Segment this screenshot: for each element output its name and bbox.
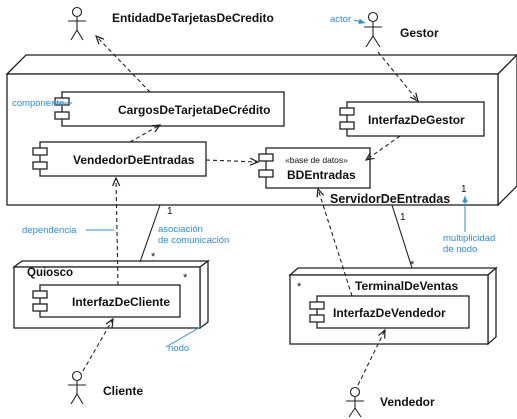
- database-name: BDEntradas: [287, 168, 356, 182]
- actor-credit-entity-figure: [68, 6, 86, 41]
- dependency-manager-to-manager-interface: [377, 51, 418, 101]
- note-association-line2: de comunicación: [158, 235, 229, 246]
- credit-charges-label: CargosDeTarjetaDeCrédito: [118, 103, 270, 117]
- note-node: nodo: [168, 343, 189, 354]
- note-actor-pointer: [353, 18, 366, 25]
- note-dependency: dependencia: [22, 225, 77, 236]
- actor-client-label: Cliente: [103, 384, 143, 398]
- terminal-node-label: TerminalDeVentas: [355, 279, 458, 293]
- actor-seller-label: Vendedor: [380, 395, 435, 409]
- kiosk-node-star: *: [183, 272, 188, 284]
- component-credit-charges: [54, 91, 285, 127]
- dependency-ticket-seller-to-credit-charges: [129, 125, 160, 143]
- dependency-client-interface-to-ticket-seller: [116, 178, 118, 286]
- terminal-node-star: *: [297, 281, 302, 293]
- manager-interface-label: InterfazDeGestor: [368, 113, 465, 127]
- note-multiplicity-line1: multiplicidad: [443, 233, 495, 244]
- server-node-multiplicity: 1: [461, 184, 467, 195]
- actor-seller-figure: [346, 386, 364, 418]
- association-server-terminal-terminal-multiplicity: *: [410, 259, 415, 271]
- kiosk-node-label: Quiosco: [27, 267, 73, 279]
- client-interface-label: InterfazDeCliente: [72, 295, 170, 309]
- actor-client-figure: [68, 370, 86, 405]
- dependency-seller-interface-to-database: [318, 189, 353, 297]
- actor-credit-entity-label: EntidadDeTarjetasDeCredito: [112, 11, 274, 25]
- database-stereotype: «base de datos»: [285, 155, 348, 165]
- note-association-line1: asociación: [158, 224, 203, 235]
- dependency-client-to-client-interface: [82, 319, 113, 372]
- component-ticket-database: [258, 147, 371, 189]
- association-server-kiosk: [139, 204, 161, 263]
- note-multiplicity-line2: de nodo: [443, 244, 477, 255]
- component-seller-interface: [309, 295, 470, 329]
- ticket-seller-label: VendedorDeEntradas: [73, 153, 195, 167]
- dependency-credit-charges-to-credit-entity: [96, 36, 151, 93]
- dependency-ticket-seller-to-database: [205, 160, 258, 162]
- actor-manager-figure: [364, 11, 382, 48]
- association-server-kiosk-kiosk-multiplicity: *: [151, 251, 156, 263]
- note-actor: actor: [330, 14, 351, 25]
- note-node-pointer: [165, 325, 203, 348]
- association-server-terminal-server-multiplicity: 1: [400, 212, 406, 223]
- note-component: componente: [12, 98, 64, 109]
- seller-interface-label: InterfazDeVendedor: [333, 306, 446, 320]
- component-manager-interface: [339, 101, 485, 137]
- server-node-label: ServidorDeEntradas: [330, 192, 450, 206]
- actor-manager-label: Gestor: [400, 26, 439, 40]
- component-ticket-seller: [32, 141, 207, 177]
- association-server-terminal: [391, 204, 413, 269]
- component-client-interface: [32, 284, 181, 318]
- association-server-kiosk-server-multiplicity: 1: [167, 206, 173, 217]
- dependency-seller-to-seller-interface: [357, 330, 385, 386]
